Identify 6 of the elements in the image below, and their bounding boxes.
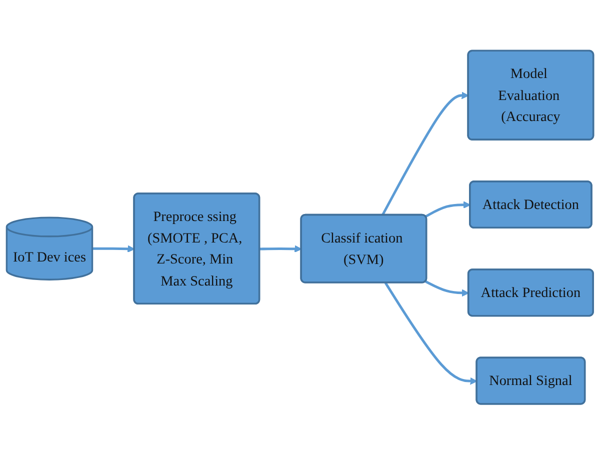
arrow — [92, 245, 135, 253]
arrow — [384, 282, 478, 385]
arrow — [425, 201, 471, 218]
arrow — [381, 92, 469, 216]
arrow — [260, 245, 302, 253]
arrow — [425, 280, 470, 297]
